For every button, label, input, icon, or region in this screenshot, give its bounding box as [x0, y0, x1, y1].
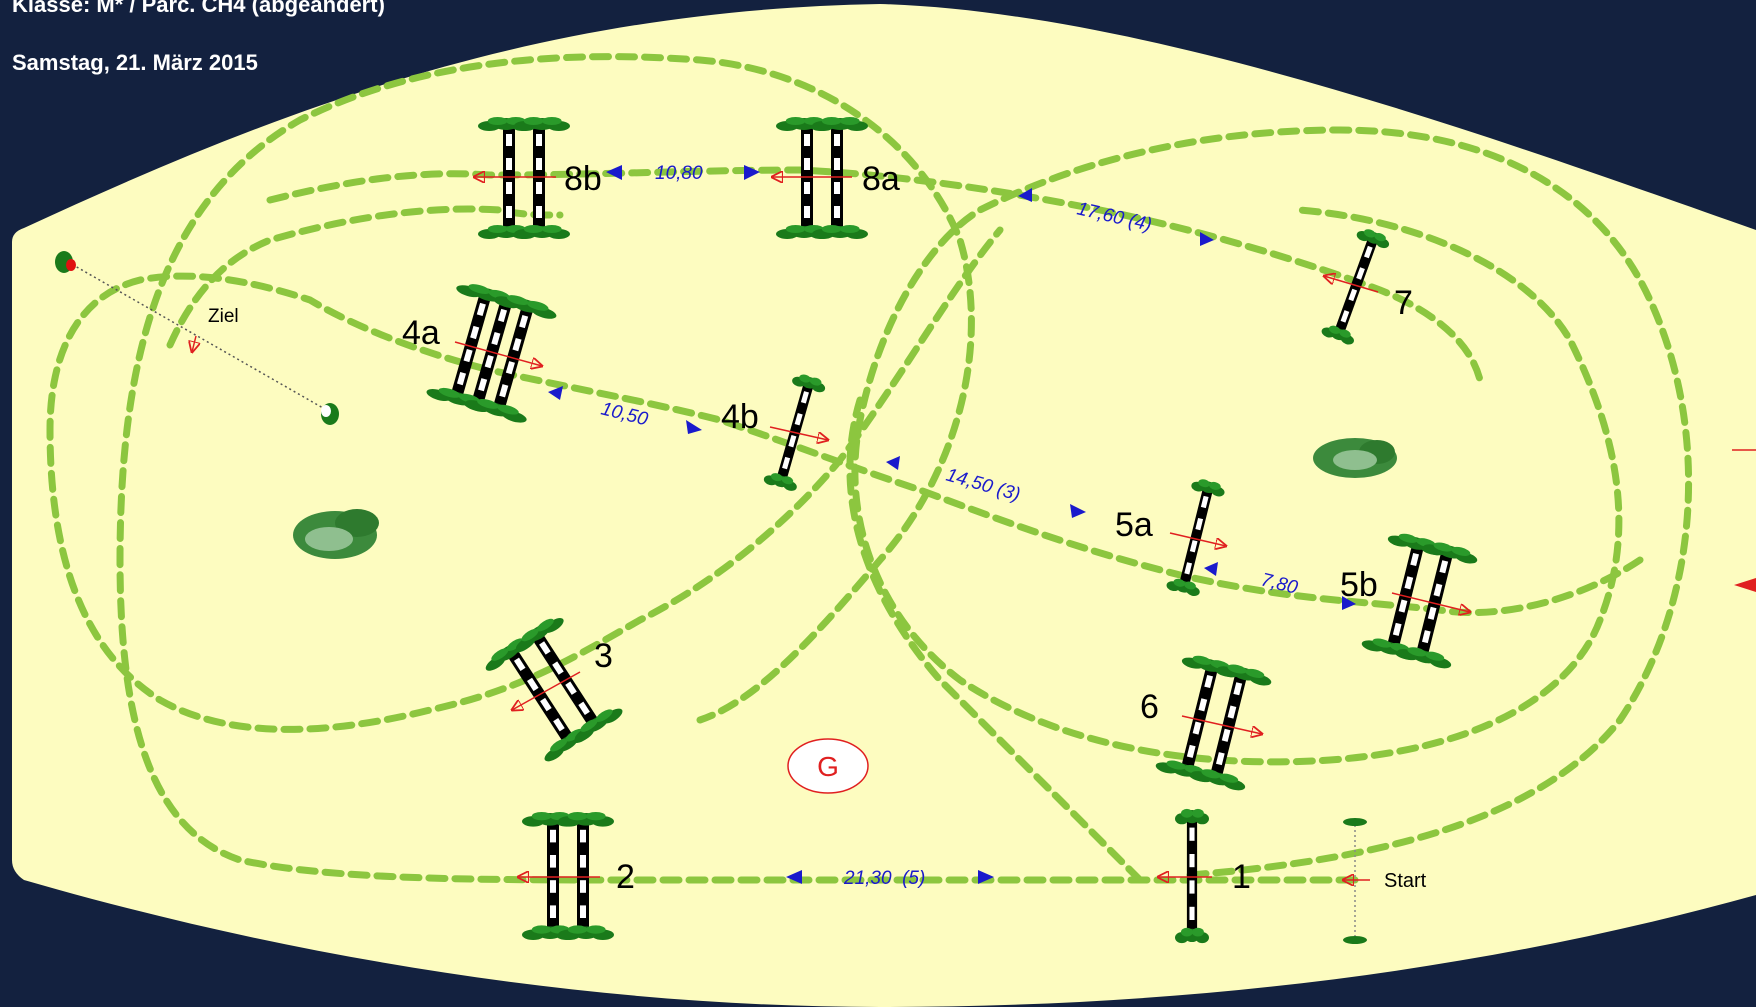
- obstacle-4a-number: 4a: [402, 314, 440, 352]
- obstacle-1-number: 1: [1232, 858, 1251, 896]
- gate-marker: G: [787, 738, 869, 794]
- distance-markers: [548, 165, 1356, 884]
- arrow-icon: [1200, 232, 1214, 246]
- obstacle-5b-number: 5b: [1340, 566, 1378, 604]
- distance-2-1: 21,30 (5): [843, 868, 925, 889]
- obstacle-8b-number: 8b: [564, 160, 602, 198]
- obstacle-4b: 4b: [721, 372, 828, 493]
- arrow-icon: [686, 420, 702, 434]
- start-label: Start: [1384, 870, 1427, 892]
- obstacle-5a: 5a: [1115, 477, 1227, 598]
- bush-icon: [55, 251, 76, 273]
- arrow-icon: [786, 870, 802, 884]
- obstacle-4b-number: 4b: [721, 398, 759, 436]
- obstacle-2-number: 2: [616, 858, 635, 896]
- obstacle-6-number: 6: [1140, 688, 1159, 726]
- obstacle-8a: 8a: [772, 117, 900, 239]
- arrow-icon: [606, 165, 622, 180]
- flag-icon: [1732, 449, 1756, 592]
- distance-8b-8a: 10,80: [655, 163, 703, 184]
- class-title: Klasse: M* / Parc. CH4 (abgeändert): [12, 0, 385, 17]
- arrow-icon: [1018, 188, 1032, 202]
- start-line: Start: [1343, 818, 1427, 944]
- bush-icon: [321, 403, 339, 425]
- arrow-icon: [1070, 504, 1086, 518]
- obstacle-8b: 8b: [474, 117, 602, 239]
- obstacle-3-number: 3: [594, 637, 613, 675]
- gate-label: G: [817, 751, 839, 782]
- finish-line: Ziel: [55, 251, 339, 425]
- arrow-icon: [744, 165, 760, 180]
- obstacle-5b: 5b: [1340, 530, 1479, 671]
- arrow-icon: [1204, 562, 1218, 576]
- obstacle-1: 1: [1158, 809, 1251, 943]
- obstacle-6: 6: [1140, 652, 1273, 793]
- obstacle-3: 3: [481, 612, 625, 764]
- arrow-icon: [886, 456, 900, 470]
- arrow-icon: [978, 870, 994, 884]
- arrow-icon: [1342, 596, 1356, 610]
- arena-ground: [12, 4, 1756, 1007]
- obstacle-7-number: 7: [1394, 284, 1413, 322]
- obstacle-5a-number: 5a: [1115, 506, 1153, 544]
- bush-icon: [293, 509, 379, 559]
- obstacle-8a-number: 8a: [862, 160, 900, 198]
- obstacle-2: 2: [518, 812, 635, 940]
- obstacle-7: 7: [1320, 226, 1413, 347]
- bush-icon: [1313, 438, 1397, 478]
- event-date: Samstag, 21. März 2015: [12, 50, 258, 75]
- obstacle-4a: 4a: [402, 279, 559, 425]
- finish-label: Ziel: [208, 306, 239, 327]
- arrow-icon: [548, 386, 563, 400]
